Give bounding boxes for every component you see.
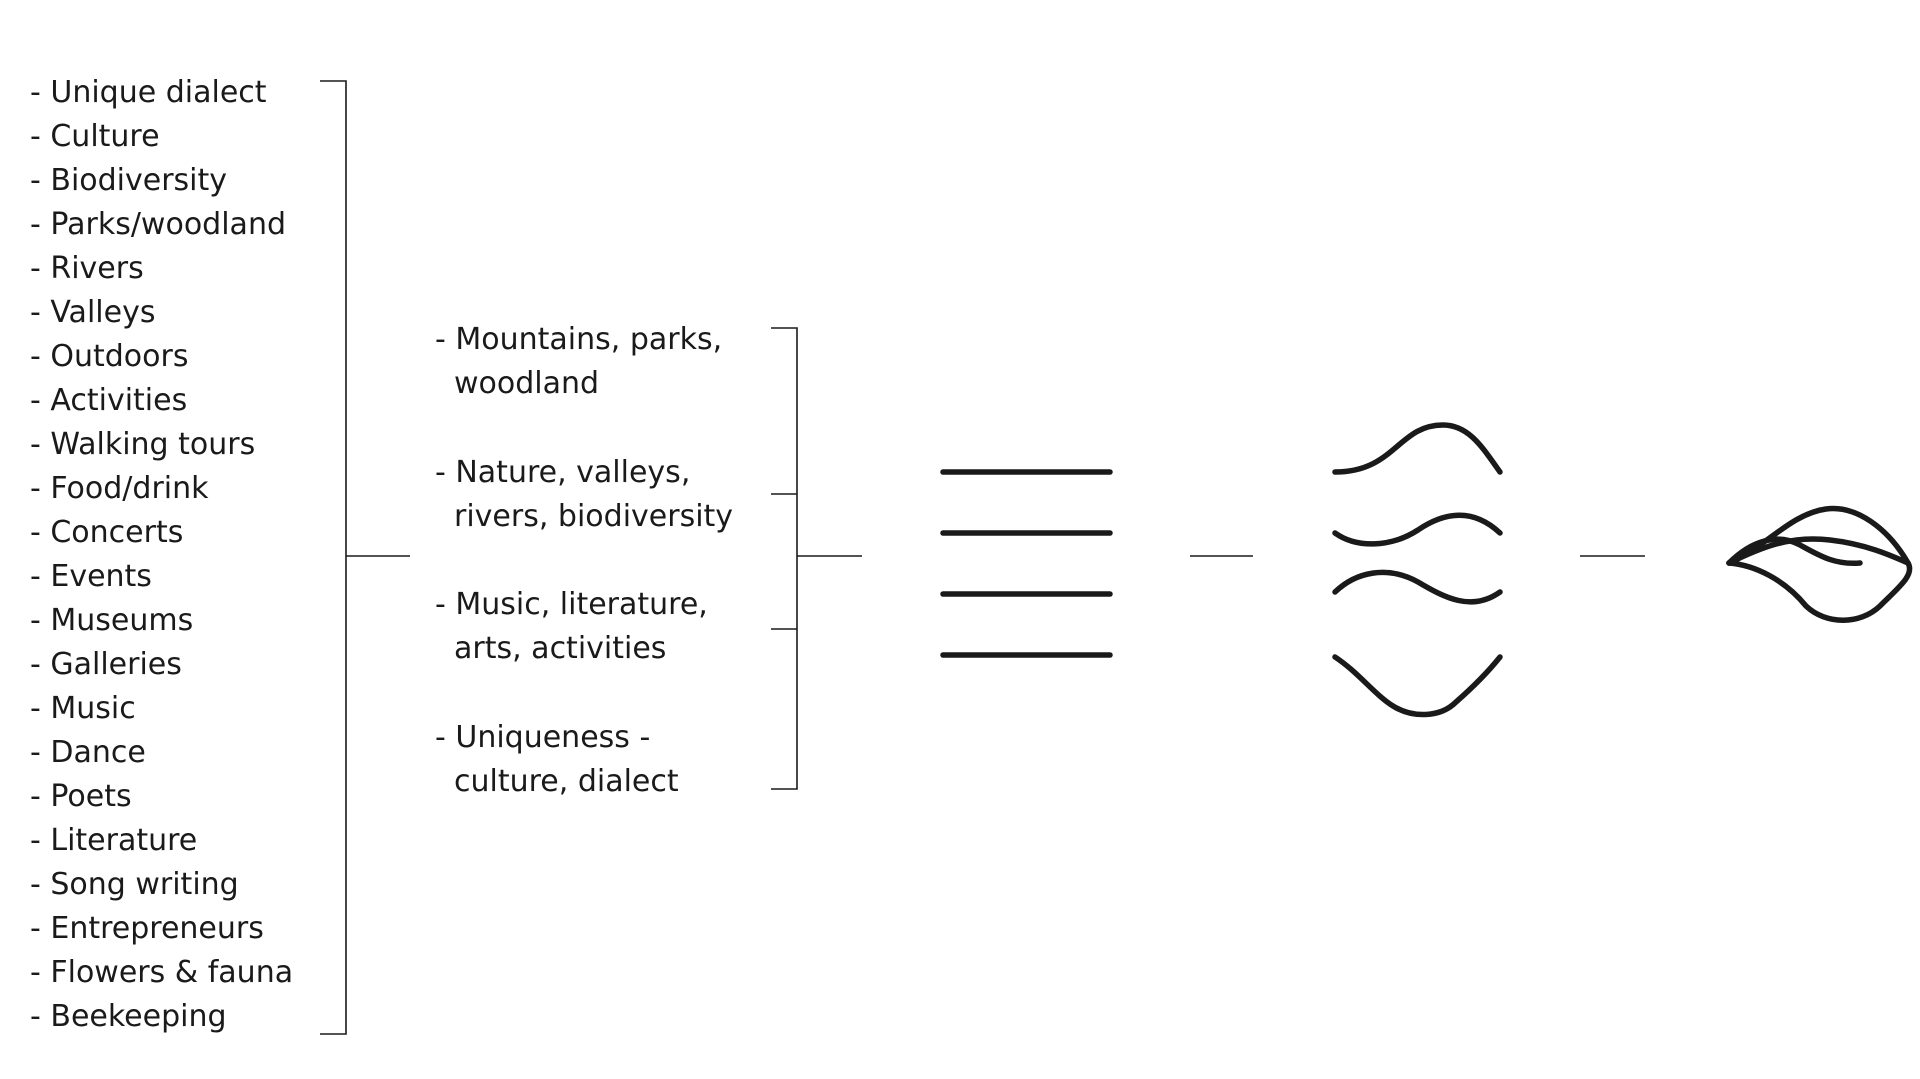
theme-group-line: culture, dialect: [454, 764, 679, 799]
four-wavy-lines-icon: [1332, 422, 1503, 718]
four-straight-lines-icon: [940, 469, 1113, 658]
theme-group-line: arts, activities: [454, 631, 666, 666]
attribute-item: - Entrepreneurs: [30, 911, 264, 946]
interwoven-wave-logo-icon: [1726, 505, 1913, 623]
attribute-item: - Flowers & fauna: [30, 955, 293, 990]
attribute-item: - Outdoors: [30, 339, 188, 374]
attribute-item: - Biodiversity: [30, 163, 227, 198]
attribute-bracket: [320, 80, 347, 1035]
attribute-item: - Events: [30, 559, 152, 594]
theme-group-line: - Nature, valleys,: [435, 455, 690, 490]
attribute-item: - Song writing: [30, 867, 239, 902]
theme-group-line: woodland: [454, 366, 599, 401]
attribute-item: - Unique dialect: [30, 75, 267, 110]
theme-group-line: rivers, biodiversity: [454, 499, 733, 534]
attribute-item: - Valleys: [30, 295, 155, 330]
attribute-item: - Galleries: [30, 647, 182, 682]
attribute-item: - Poets: [30, 779, 132, 814]
theme-group-line: - Uniqueness -: [435, 720, 650, 755]
attribute-item: - Beekeeping: [30, 999, 227, 1034]
attribute-item: - Dance: [30, 735, 146, 770]
attribute-list: - Unique dialect - Culture - Biodiversit…: [30, 75, 293, 1034]
theme-group-line: - Music, literature,: [435, 587, 708, 622]
attribute-item: - Concerts: [30, 515, 183, 550]
attribute-item: - Museums: [30, 603, 193, 638]
attribute-item: - Activities: [30, 383, 187, 418]
attribute-item: - Parks/woodland: [30, 207, 286, 242]
theme-list: - Mountains, parks, woodland - Nature, v…: [435, 322, 733, 799]
theme-group-line: - Mountains, parks,: [435, 322, 722, 357]
attribute-item: - Music: [30, 691, 136, 726]
attribute-item: - Literature: [30, 823, 197, 858]
theme-bracket: [771, 327, 798, 790]
attribute-item: - Culture: [30, 119, 160, 154]
attribute-item: - Food/drink: [30, 471, 209, 506]
attribute-item: - Walking tours: [30, 427, 255, 462]
attribute-item: - Rivers: [30, 251, 144, 286]
